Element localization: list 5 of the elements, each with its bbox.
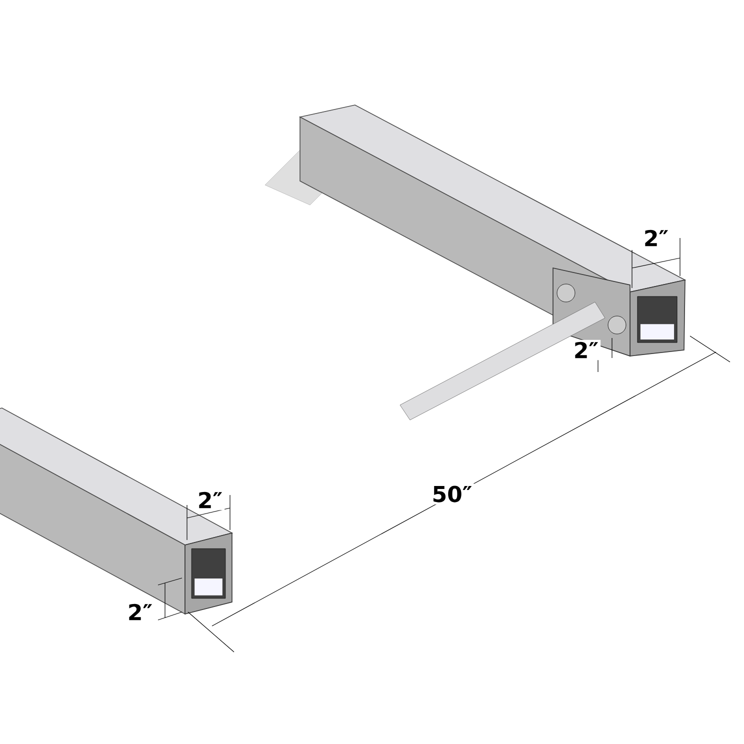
dimension-label: 2″: [125, 602, 155, 622]
dimension-label: 50″: [430, 484, 474, 504]
dimension-label: 2″: [195, 490, 225, 510]
dimension-label: 2″: [641, 228, 671, 248]
dimension-label: 2″: [571, 340, 601, 360]
